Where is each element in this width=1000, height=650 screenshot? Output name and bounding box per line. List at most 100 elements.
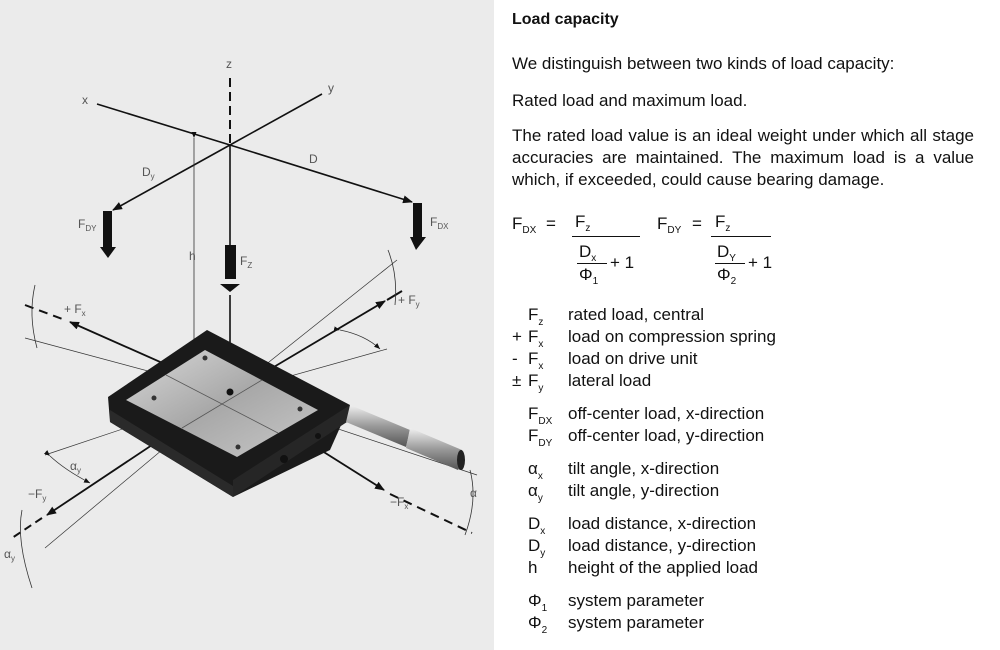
x-axis-label: x xyxy=(82,93,88,107)
section-heading: Load capacity xyxy=(512,11,619,28)
stage-side xyxy=(110,410,233,497)
legend-symbol: Dx xyxy=(528,514,546,537)
plate-seam xyxy=(181,379,263,429)
mounting-hole xyxy=(235,444,241,450)
legend-symbol: Dy xyxy=(528,536,546,559)
diagram-svg: z x y D Dy h FDY FDX FZ + Fx + Fy −Fy −F… xyxy=(4,57,478,589)
legend-description: tilt angle, y-direction xyxy=(568,481,720,500)
minus-fx-label: −Fx xyxy=(390,495,408,511)
fdx-phi: Φ1 xyxy=(579,265,599,287)
fdx-d: Dx xyxy=(579,242,597,264)
x-axis xyxy=(96,103,231,146)
legend-description: system parameter xyxy=(568,613,705,632)
legend-symbol: αx xyxy=(528,459,543,482)
fdy-numerator: Fz xyxy=(715,212,731,234)
legend-item: Dy load distance, y-direction xyxy=(512,535,982,559)
fdx-inner-bar xyxy=(577,263,607,264)
minus-fy-dash xyxy=(11,517,43,539)
legend-item: αx tilt angle, x-direction xyxy=(512,458,982,482)
legend-item: h height of the applied load xyxy=(512,557,982,579)
fz-label: FZ xyxy=(240,254,252,270)
legend-symbol: h xyxy=(528,558,538,577)
fz-arrow-head xyxy=(220,284,240,292)
fdx-label: FDX xyxy=(430,215,449,231)
micrometer-thimble xyxy=(406,428,462,470)
minus-fx-dash xyxy=(389,493,473,534)
angle-arc xyxy=(387,249,397,306)
legend-item: +Fx load on compression spring xyxy=(512,326,982,350)
legend-symbol: +Fx xyxy=(512,327,544,350)
plus-fy-dash xyxy=(386,290,403,301)
legend-description: load distance, y-direction xyxy=(568,536,757,555)
legend-item: αy tilt angle, y-direction xyxy=(512,480,982,504)
fdy-label: FDY xyxy=(78,217,97,233)
legend-description: load on compression spring xyxy=(568,327,776,346)
legend-description: off-center load, y-direction xyxy=(568,426,765,445)
center-point xyxy=(226,388,234,396)
axes-system xyxy=(96,78,413,370)
z-axis-label: z xyxy=(226,57,232,71)
dy-arrow xyxy=(112,144,231,211)
legend-description: tilt angle, x-direction xyxy=(568,459,720,478)
figure-labels: z x y D Dy h FDY FDX FZ + Fx + Fy −Fy −F… xyxy=(4,57,477,563)
h-label: h xyxy=(189,249,196,263)
stage-plate xyxy=(126,350,318,457)
plus-fy-label: + Fy xyxy=(398,293,420,309)
legend-item: Φ2 system parameter xyxy=(512,612,982,636)
fz-arrow-body xyxy=(225,245,236,279)
mounting-hole xyxy=(202,355,208,361)
fdx-plus-one: + 1 xyxy=(610,253,635,272)
fdy-equals: = xyxy=(692,214,702,233)
force-arrows xyxy=(100,203,426,395)
legend-symbol: -Fx xyxy=(512,349,544,372)
alpha-label: α xyxy=(470,486,477,500)
fdx-arrow-body xyxy=(413,203,422,237)
fdy-lhs: FDY xyxy=(657,214,682,236)
stage-load-diagram: z x y D Dy h FDY FDX FZ + Fx + Fy −Fy −F… xyxy=(0,0,494,650)
minus-fy-label: −Fy xyxy=(28,487,46,503)
fdx-numerator: Fz xyxy=(575,212,591,234)
angle-arc xyxy=(333,326,381,350)
legend-description: height of the applied load xyxy=(568,558,758,577)
legend-symbol: Φ1 xyxy=(528,591,548,614)
y-axis xyxy=(229,93,323,146)
legend-symbol: FDY xyxy=(528,426,553,449)
legend-description: load distance, x-direction xyxy=(568,514,757,533)
legend-description: rated load, central xyxy=(568,305,705,324)
fdy-phi: Φ2 xyxy=(717,265,737,287)
legend-symbol: Fz xyxy=(528,305,544,328)
positioning-stage xyxy=(108,330,465,497)
legend-item: FDY off-center load, y-direction xyxy=(512,425,982,449)
legend-description: lateral load xyxy=(568,371,652,390)
alpha-y-label: αy xyxy=(70,459,81,475)
legend-item: -Fx load on drive unit xyxy=(512,348,982,372)
angle-arc xyxy=(31,284,38,349)
fdy-arrow-body xyxy=(103,211,112,247)
legend-description: off-center load, x-direction xyxy=(568,404,765,423)
plus-fx-dash xyxy=(24,304,66,321)
legend-item: Fz rated load, central xyxy=(512,304,982,328)
y-axis-label: y xyxy=(328,81,334,95)
micrometer-barrel xyxy=(346,405,410,447)
angle-arc xyxy=(464,469,474,536)
formulas: FDX = Fz Dx Φ1 + 1 FDY = Fz DY Φ2 + 1 xyxy=(512,205,982,287)
fdy-d: DY xyxy=(717,242,736,264)
fdx-arrow-head xyxy=(410,237,426,250)
kinds-paragraph: Rated load and maximum load. xyxy=(512,91,748,110)
plus-fx-label: + Fx xyxy=(64,302,86,318)
fdy-fraction-bar xyxy=(711,236,771,237)
legend-symbol: αy xyxy=(528,481,543,504)
legend-symbol: FDX xyxy=(528,404,553,427)
fdx-equals: = xyxy=(546,214,556,233)
fdx-fraction-bar xyxy=(572,236,640,237)
dy-label: Dy xyxy=(142,165,155,181)
legend-description: load on drive unit xyxy=(568,349,698,368)
fdy-arrow-head xyxy=(100,247,116,258)
angle-arc xyxy=(43,450,91,484)
stage-front xyxy=(233,405,350,497)
legend-item: FDX off-center load, x-direction xyxy=(512,403,982,427)
side-hole xyxy=(280,455,288,463)
legend-item: ±Fy lateral load xyxy=(512,370,982,394)
legend-description: system parameter xyxy=(568,591,705,610)
d-label: D xyxy=(309,152,318,166)
